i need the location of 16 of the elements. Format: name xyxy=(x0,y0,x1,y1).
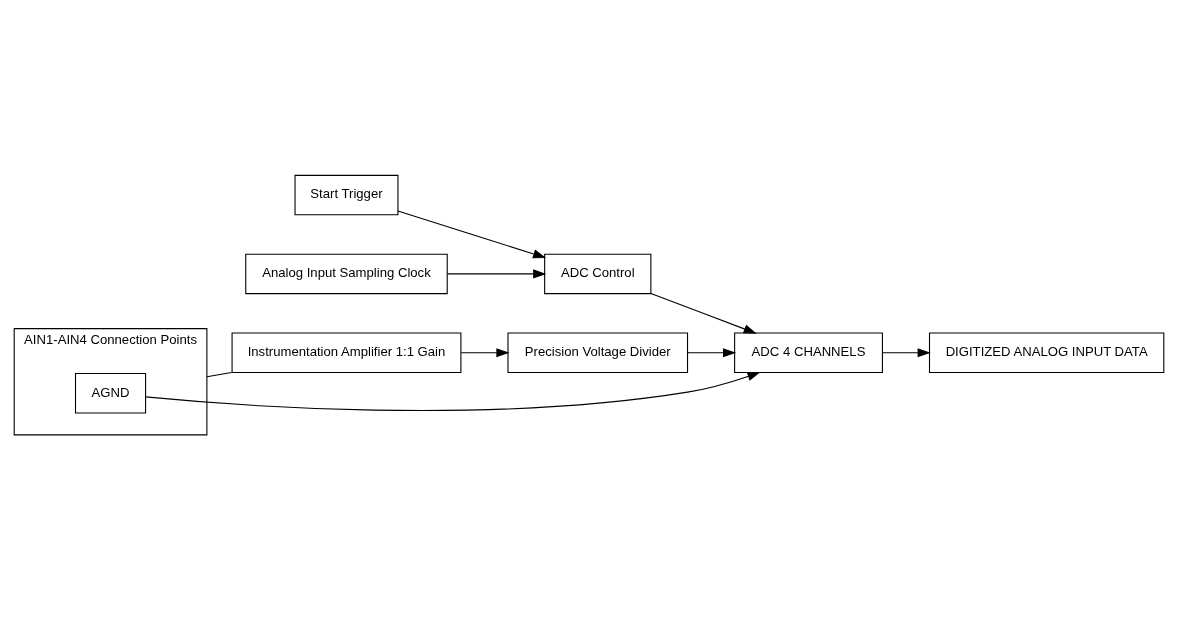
arrow xyxy=(882,348,931,358)
arrow xyxy=(687,348,737,358)
node-box: AGND xyxy=(74,373,147,414)
node-box: DIGITIZED ANALOG INPUT DATA xyxy=(928,332,1165,373)
node-box: Start Trigger xyxy=(294,174,399,216)
node-box: Analog Input Sampling Clock xyxy=(245,253,448,295)
node-box: ADC 4 CHANNELS xyxy=(734,332,883,373)
arrow xyxy=(650,293,757,334)
arrow xyxy=(145,372,761,412)
arrow xyxy=(397,210,547,259)
arrow xyxy=(446,269,547,279)
connector xyxy=(206,371,233,378)
node-box: ADC Control xyxy=(544,253,652,295)
node-box: Precision Voltage Divider xyxy=(507,332,689,373)
node-box: Instrumentation Amplifier 1:1 Gain xyxy=(231,332,462,373)
arrow xyxy=(460,348,510,358)
